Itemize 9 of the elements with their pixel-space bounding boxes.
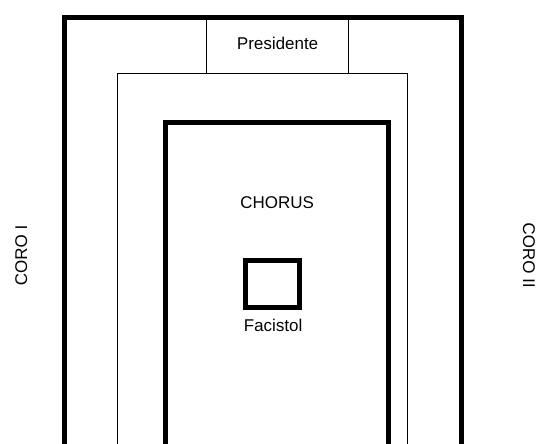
area-label: CHORUS [240,193,314,213]
side-label: CORO II [518,222,538,288]
chorus-frame [163,120,391,444]
side-label: CORO I [12,224,32,286]
outer-frame [62,15,464,444]
area-label: Presidente [236,34,318,54]
inner-frame [117,73,408,444]
label-box [206,20,349,74]
object-label: Facistol [242,316,304,336]
